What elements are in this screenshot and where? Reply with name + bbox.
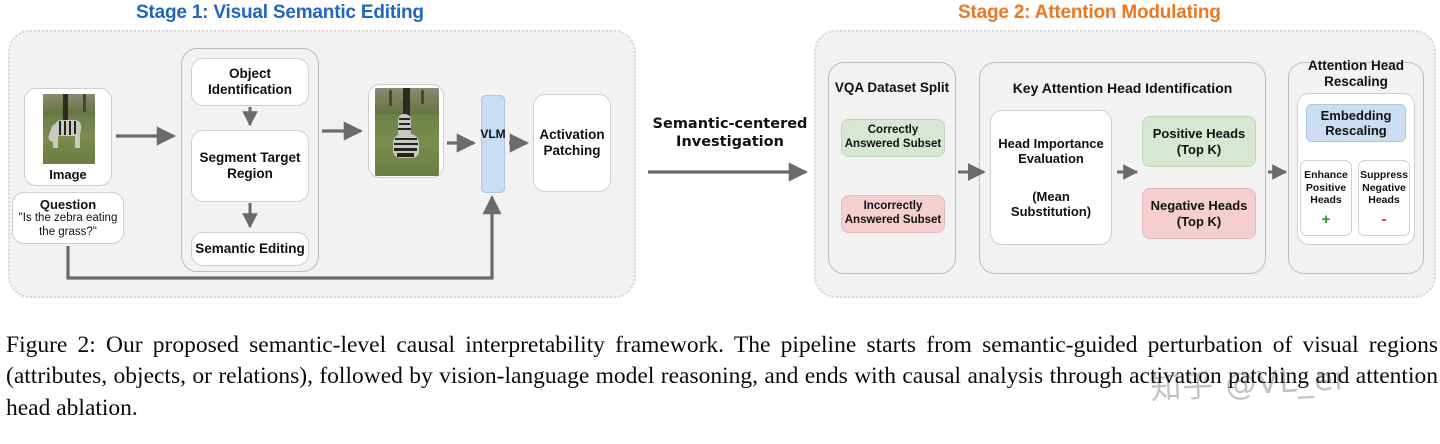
- negative-heads-chip: Negative Heads (Top K): [1142, 188, 1256, 239]
- positive-heads-line1: Positive Heads: [1152, 126, 1246, 142]
- stage-2-title: Stage 2: Attention Modulating: [958, 2, 1221, 23]
- object-identification-line2: Identification: [208, 82, 292, 97]
- semantic-editing-label: Semantic Editing: [195, 241, 305, 257]
- suppress-line3: Heads: [1368, 194, 1400, 207]
- vlm-bar: [481, 95, 505, 193]
- attention-head-rescaling-title: Attention Head Rescaling: [1288, 58, 1424, 89]
- segment-target-region-box: Segment Target Region: [191, 130, 309, 202]
- eval-line3: (Mean Substitution): [1010, 188, 1092, 219]
- activation-patching-line2: Patching: [543, 143, 601, 158]
- rescaling-title-line2: Rescaling: [1324, 73, 1388, 89]
- mid-label-line2: Investigation: [676, 134, 784, 151]
- zebra-photo-original: [43, 94, 95, 164]
- correct-line1: Correctly: [867, 124, 919, 137]
- suppress-negative-heads-box: Suppress Negative Heads -: [1358, 160, 1410, 236]
- positive-heads-chip: Positive Heads (Top K): [1142, 116, 1256, 167]
- question-card: Question "Is the zebra eating the grass?…: [12, 192, 124, 244]
- activation-patching-box: Activation Patching: [533, 94, 611, 192]
- enhance-positive-heads-box: Enhance Positive Heads +: [1300, 160, 1352, 236]
- embedding-line1: Embedding: [1320, 107, 1392, 123]
- incorrect-line1: Incorrectly: [863, 200, 923, 213]
- question-title: Question: [39, 196, 97, 212]
- stage-1-title: Stage 1: Visual Semantic Editing: [136, 2, 424, 23]
- zebra-photo-edited: [375, 88, 439, 176]
- mid-label-line1: Semantic-centered: [652, 116, 808, 132]
- vlm-label: VLM: [480, 127, 506, 141]
- incorrectly-answered-subset-chip: Incorrectly Answered Subset: [841, 195, 945, 233]
- object-identification-line1: Object: [228, 66, 271, 82]
- negative-heads-line1: Negative Heads: [1150, 198, 1248, 214]
- eval-line2: Evaluation: [1018, 151, 1084, 167]
- enhance-line2: Positive: [1305, 181, 1347, 194]
- rescaling-title-line1: Attention Head: [1308, 58, 1404, 73]
- incorrect-line2: Answered Subset: [844, 214, 942, 226]
- embedding-rescaling-chip: Embedding Rescaling: [1306, 104, 1406, 142]
- enhance-line3: Heads: [1310, 194, 1342, 207]
- question-text: "Is the zebra eating the grass?": [18, 212, 118, 238]
- object-identification-box: Object Identification: [191, 58, 309, 106]
- suppress-line2: Negative: [1362, 181, 1406, 194]
- key-attention-head-identification-title: Key Attention Head Identification: [1012, 80, 1233, 96]
- edited-image-card: [368, 84, 444, 178]
- vqa-dataset-split-group: [828, 62, 956, 274]
- input-image-label: Image: [49, 166, 87, 182]
- segment-line1: Segment Target: [199, 150, 301, 166]
- suppress-line1: Suppress: [1360, 169, 1408, 182]
- correct-line2: Answered Subset: [844, 138, 942, 150]
- vqa-dataset-split-title: VQA Dataset Split: [834, 80, 950, 95]
- embedding-line2: Rescaling: [1325, 123, 1387, 138]
- figure-diagram: Stage 1: Visual Semantic Editing Stage 2…: [8, 2, 1436, 298]
- activation-patching-line1: Activation: [539, 127, 605, 143]
- figure-caption: Figure 2: Our proposed semantic-level ca…: [6, 332, 1438, 421]
- input-image-card: Image: [24, 88, 112, 186]
- eval-line1: Head Importance: [998, 135, 1104, 151]
- correctly-answered-subset-chip: Correctly Answered Subset: [841, 119, 945, 157]
- positive-heads-line2: (Top K): [1176, 141, 1222, 157]
- negative-heads-line2: (Top K): [1176, 213, 1222, 229]
- plus-icon: +: [1321, 210, 1331, 228]
- head-importance-evaluation-box: Head Importance Evaluation (Mean Substit…: [990, 110, 1112, 245]
- enhance-line1: Enhance: [1304, 169, 1348, 182]
- minus-icon: -: [1381, 210, 1387, 228]
- segment-line2: Region: [227, 166, 273, 181]
- semantic-editing-box: Semantic Editing: [191, 232, 309, 266]
- semantic-centered-investigation-label: Semantic-centered Investigation: [640, 115, 820, 151]
